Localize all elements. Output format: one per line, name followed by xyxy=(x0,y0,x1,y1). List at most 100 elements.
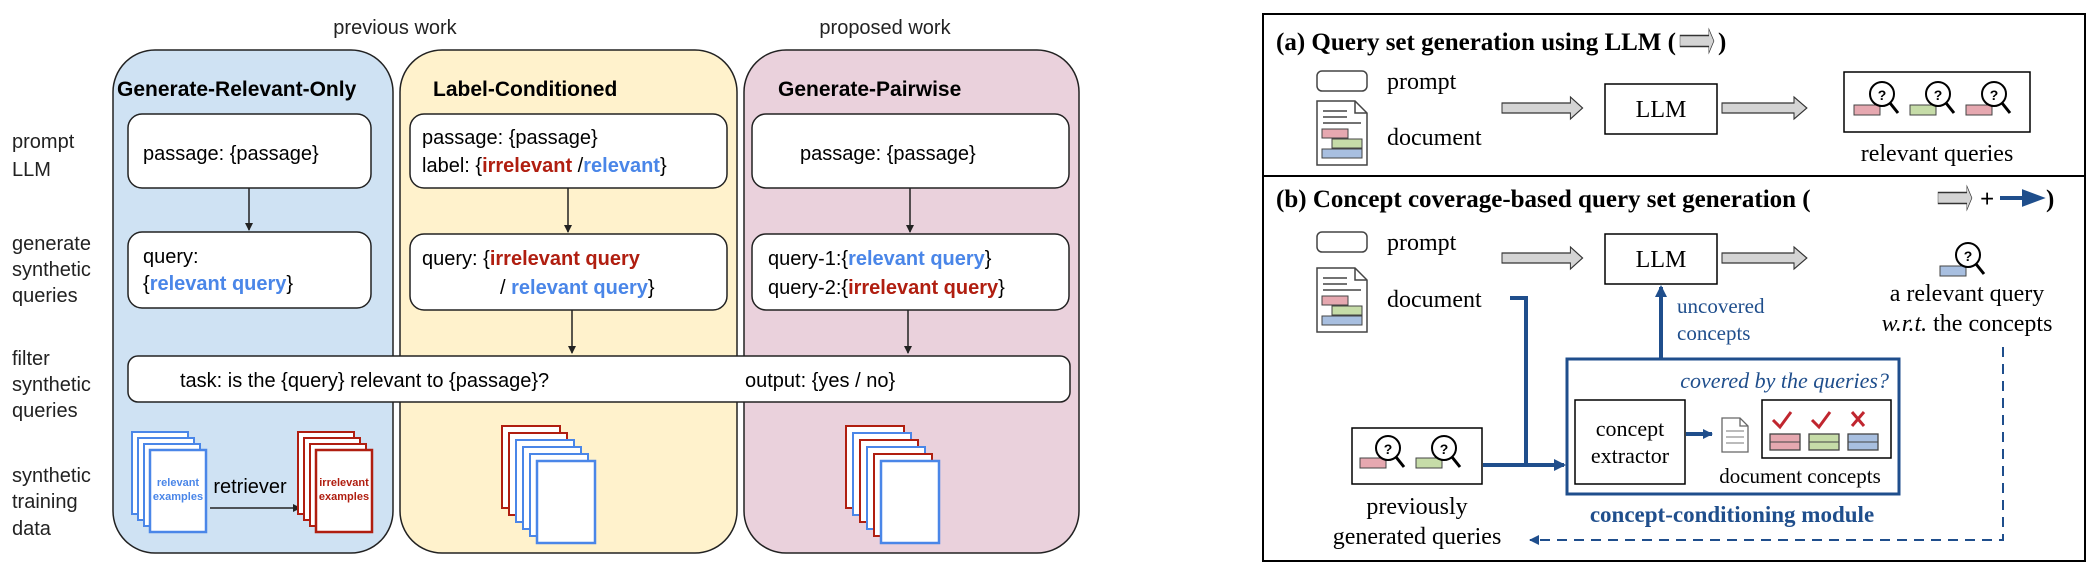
feedback-dashed-path xyxy=(1529,347,2004,545)
c1-prompt-text: passage: {passage} xyxy=(143,143,319,165)
row-label-prompt: prompt xyxy=(12,131,75,153)
check-icon xyxy=(1771,411,1793,430)
a-prompt-label: prompt xyxy=(1387,69,1457,95)
query-icon: ? xyxy=(1415,435,1462,469)
b-prompt-label: prompt xyxy=(1387,230,1457,256)
uncovered-l1: uncovered xyxy=(1677,294,1765,318)
extractor-l1: concept xyxy=(1596,416,1664,441)
relevant-query-token: relevant query xyxy=(150,273,288,295)
b-prompt-icon xyxy=(1316,231,1368,253)
section-b-close-paren: ) xyxy=(2046,186,2054,213)
uncovered-l2: concepts xyxy=(1677,321,1750,345)
section-b-title: (b) Concept coverage-based query set gen… xyxy=(1276,186,1811,213)
irrelevant-examples-l2: examples xyxy=(319,491,369,503)
relevant-examples-l1: relevant xyxy=(157,477,200,489)
a-relevant-queries-label: relevant queries xyxy=(1861,141,2014,167)
left-figure: previous work proposed work Generate-Rel… xyxy=(12,17,1080,554)
row-label-queries-2: queries xyxy=(12,400,78,422)
c3-query-box xyxy=(751,233,1070,311)
document-concepts-label: document concepts xyxy=(1719,464,1881,488)
b-llm-box xyxy=(1604,233,1718,285)
a-prompt-icon xyxy=(1316,70,1368,92)
svg-text:?: ? xyxy=(1990,87,1999,103)
b-document-label: document xyxy=(1387,287,1482,313)
c2-prompt-line1: passage: {passage} xyxy=(422,127,598,149)
query-icon: ? xyxy=(1359,435,1406,469)
c3-prompt-text: passage: {passage} xyxy=(800,143,976,165)
section-b-plus: + xyxy=(1980,186,1994,213)
check-icon xyxy=(1810,411,1832,430)
row-label-data: data xyxy=(12,518,52,540)
c1-query-line2: {relevant query} xyxy=(143,273,293,295)
module-label: concept-conditioning module xyxy=(1590,502,1874,527)
row-label-synthetic-3: synthetic xyxy=(12,465,91,487)
svg-text:?: ? xyxy=(1934,87,1943,103)
row-label-synthetic-2: synthetic xyxy=(12,374,91,396)
a-document-icon xyxy=(1316,100,1368,166)
col-title-3: Generate-Pairwise xyxy=(778,78,961,101)
svg-text:?: ? xyxy=(1384,441,1393,457)
row-label-training: training xyxy=(12,491,78,513)
b-relevant-query-l2: w.r.t. the concepts xyxy=(1882,311,2053,337)
col-title-1: Generate-Relevant-Only xyxy=(117,78,357,101)
row-label-llm: LLM xyxy=(12,159,51,181)
relevant-query-token-2: relevant query xyxy=(511,277,649,299)
b-single-query-icon: ? xyxy=(1939,242,1986,277)
row-labels: prompt LLM generate synthetic queries fi… xyxy=(12,131,91,540)
mixed-examples-stack-2 xyxy=(845,425,941,545)
filter-output-text: output: {yes / no} xyxy=(745,370,895,392)
col-title-2: Label-Conditioned xyxy=(433,78,617,101)
section-b-solid-arrow-icon xyxy=(2000,189,2046,207)
svg-text:?: ? xyxy=(1878,87,1887,103)
document-to-module-line xyxy=(1510,296,1528,465)
proposed-work-label: proposed work xyxy=(819,17,951,39)
relevant-token: relevant xyxy=(583,155,660,177)
relevant-examples-stack: relevant examples xyxy=(131,431,208,534)
extractor-l2: extractor xyxy=(1591,443,1670,468)
concept-extractor-box xyxy=(1574,399,1686,485)
filter-task-text: task: is the {query} relevant to {passag… xyxy=(180,370,549,392)
c2-query-line1: query: {irrelevant query xyxy=(422,248,641,270)
c3-query-2: query-2:{irrelevant query} xyxy=(768,277,1005,299)
prev-label-l2: generated queries xyxy=(1333,524,1502,550)
c2-prompt-line2: label: {irrelevant /relevant} xyxy=(422,155,667,177)
query-icon: ? xyxy=(1909,81,1956,116)
b-document-icon xyxy=(1316,267,1368,333)
cross-icon xyxy=(1850,411,1866,427)
c1-query-box xyxy=(127,231,372,309)
a-document-label: document xyxy=(1387,125,1482,151)
svg-text:?: ? xyxy=(1964,248,1973,264)
prev-queries-box xyxy=(1351,427,1483,485)
irrelevant-token: irrelevant xyxy=(482,155,572,177)
b-llm-label: LLM xyxy=(1636,247,1687,273)
section-a-close-paren: ) xyxy=(1718,29,1726,56)
small-document-icon xyxy=(1721,417,1749,453)
covered-question: covered by the queries? xyxy=(1680,368,1889,393)
row-label-synthetic: synthetic xyxy=(12,259,91,281)
c2-query-box xyxy=(409,233,728,311)
row-label-filter: filter xyxy=(12,348,50,370)
retriever-label: retriever xyxy=(213,476,287,498)
right-figure: (a) Query set generation using LLM ( ) p… xyxy=(1262,13,2086,562)
irrelevant-query-token: irrelevant query xyxy=(490,248,641,270)
section-a-title: (a) Query set generation using LLM ( xyxy=(1276,29,1676,56)
filter-box xyxy=(127,355,1071,403)
previous-work-label: previous work xyxy=(333,17,457,39)
query-icon: ? xyxy=(1853,81,1900,116)
svg-text:?: ? xyxy=(1440,441,1449,457)
prev-label-l1: previously xyxy=(1366,494,1467,520)
c3-query-1: query-1:{relevant query} xyxy=(768,248,992,270)
a-llm-label: LLM xyxy=(1636,97,1687,123)
irrelevant-query-token-2: irrelevant query xyxy=(848,277,999,299)
relevant-examples-l2: examples xyxy=(153,491,203,503)
row-label-queries: queries xyxy=(12,285,78,307)
a-llm-box xyxy=(1604,83,1718,135)
b-relevant-query-l1: a relevant query xyxy=(1890,281,2045,307)
irrelevant-examples-l1: irrelevant xyxy=(319,477,369,489)
c2-query-line2: / relevant query} xyxy=(500,277,655,299)
c1-query-line1: query: xyxy=(143,246,199,268)
query-icon: ? xyxy=(1965,81,2012,116)
row-label-generate: generate xyxy=(12,233,91,255)
mixed-examples-stack-1 xyxy=(501,425,597,545)
irrelevant-examples-stack: irrelevant examples xyxy=(297,431,374,534)
